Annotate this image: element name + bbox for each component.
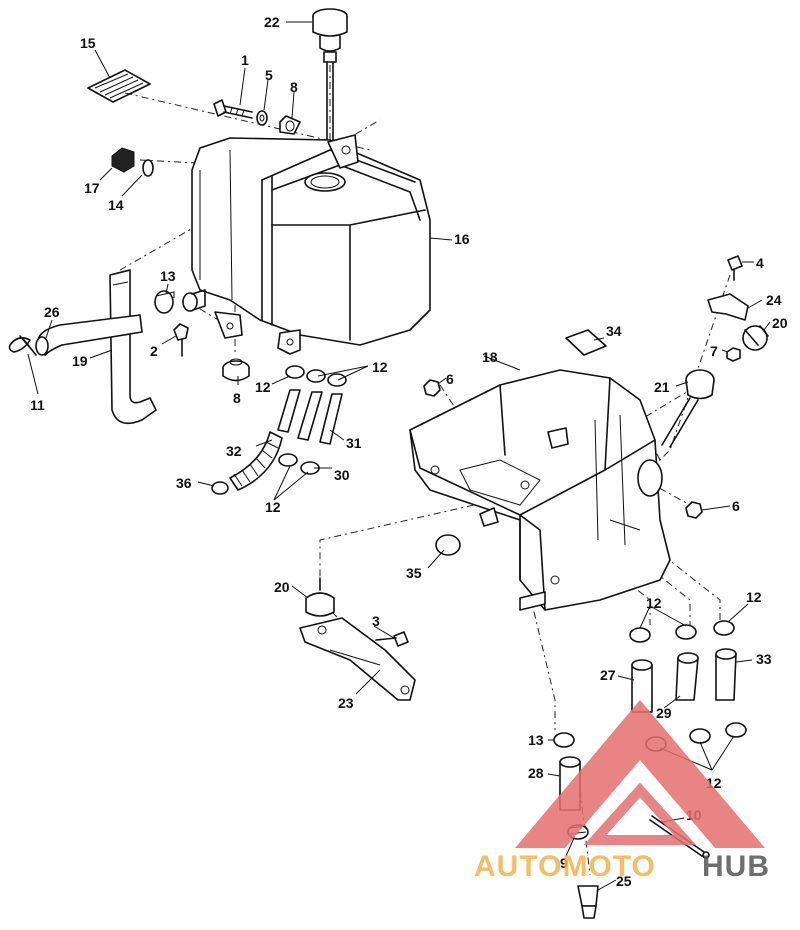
callout-32: 32 bbox=[226, 443, 242, 459]
callout-17: 17 bbox=[84, 180, 100, 196]
part-grommet bbox=[222, 358, 250, 382]
callout-20-lower: 20 bbox=[274, 579, 290, 595]
callout-13-lower: 13 bbox=[528, 732, 544, 748]
part-decal bbox=[87, 69, 151, 103]
watermark-triangle-inner bbox=[583, 782, 697, 845]
part-spring-clip bbox=[8, 335, 37, 356]
callout-25: 25 bbox=[616, 873, 632, 889]
part-nuts bbox=[423, 379, 703, 519]
callout-3: 3 bbox=[372, 613, 380, 629]
callout-8-upper: 8 bbox=[290, 79, 298, 95]
callout-24: 24 bbox=[766, 292, 782, 308]
callout-5: 5 bbox=[265, 67, 273, 83]
callout-19: 19 bbox=[72, 353, 88, 369]
callout-12-d: 12 bbox=[646, 595, 662, 611]
part-lower-clamps-left bbox=[278, 453, 320, 475]
callout-35: 35 bbox=[406, 565, 422, 581]
callout-4: 4 bbox=[756, 255, 764, 271]
callout-15: 15 bbox=[80, 35, 96, 51]
part-plug bbox=[435, 507, 499, 556]
callout-29: 29 bbox=[656, 705, 672, 721]
callout-14: 14 bbox=[108, 197, 124, 213]
callout-33: 33 bbox=[756, 651, 772, 667]
part-hose-main bbox=[109, 269, 157, 425]
callout-labels: 22 15 1 5 8 17 14 16 13 26 2 19 11 8 12 … bbox=[30, 14, 788, 889]
callout-20-upper: 20 bbox=[772, 315, 788, 331]
callout-16: 16 bbox=[454, 231, 470, 247]
watermark-text-dark: HUB bbox=[702, 850, 770, 883]
callout-28: 28 bbox=[528, 765, 544, 781]
callout-34: 34 bbox=[606, 323, 622, 339]
callout-12-e: 12 bbox=[746, 589, 762, 605]
callout-12-c: 12 bbox=[265, 499, 281, 515]
part-mount-bracket bbox=[299, 577, 416, 701]
callout-12-a: 12 bbox=[255, 379, 271, 395]
callout-21: 21 bbox=[654, 379, 670, 395]
callout-13-upper: 13 bbox=[160, 268, 176, 284]
part-corrugated-hose bbox=[211, 431, 283, 495]
part-right-clamps-hoses bbox=[629, 620, 737, 713]
callout-12-b: 12 bbox=[372, 359, 388, 375]
part-filler-cap-dipstick bbox=[312, 8, 348, 141]
callout-27: 27 bbox=[600, 667, 616, 683]
callout-36: 36 bbox=[176, 475, 192, 491]
watermark-text-light: AUTOMOTO bbox=[474, 850, 656, 883]
part-hose-clamp-upper bbox=[154, 289, 206, 314]
callout-2: 2 bbox=[150, 343, 158, 359]
callout-11: 11 bbox=[30, 397, 45, 413]
watermark-logo: AUTOMOTO HUB bbox=[474, 700, 770, 883]
part-oil-tank bbox=[191, 134, 431, 355]
callout-18: 18 bbox=[482, 349, 498, 365]
callout-6-lower: 6 bbox=[732, 498, 740, 514]
watermark-triangle-outer bbox=[515, 700, 765, 848]
callout-7: 7 bbox=[710, 343, 718, 359]
callout-31: 31 bbox=[346, 435, 362, 451]
part-bracket-group bbox=[707, 255, 769, 362]
callout-1: 1 bbox=[241, 52, 249, 68]
part-screw bbox=[173, 323, 189, 357]
part-decal-small bbox=[565, 329, 607, 356]
part-bolt-washer-spacer bbox=[213, 99, 301, 135]
part-tray bbox=[409, 369, 671, 611]
callout-6-upper: 6 bbox=[446, 371, 454, 387]
part-fitting-oring bbox=[111, 147, 154, 177]
part-upper-clamps-hoses bbox=[277, 365, 347, 445]
callout-22: 22 bbox=[264, 14, 280, 30]
callout-9: 9 bbox=[560, 855, 568, 871]
callout-26: 26 bbox=[44, 304, 60, 320]
callout-30: 30 bbox=[334, 467, 350, 483]
callout-23: 23 bbox=[338, 695, 354, 711]
callout-8-lower: 8 bbox=[233, 390, 241, 406]
part-filler-neck bbox=[661, 369, 715, 448]
part-hose-short bbox=[35, 314, 143, 356]
